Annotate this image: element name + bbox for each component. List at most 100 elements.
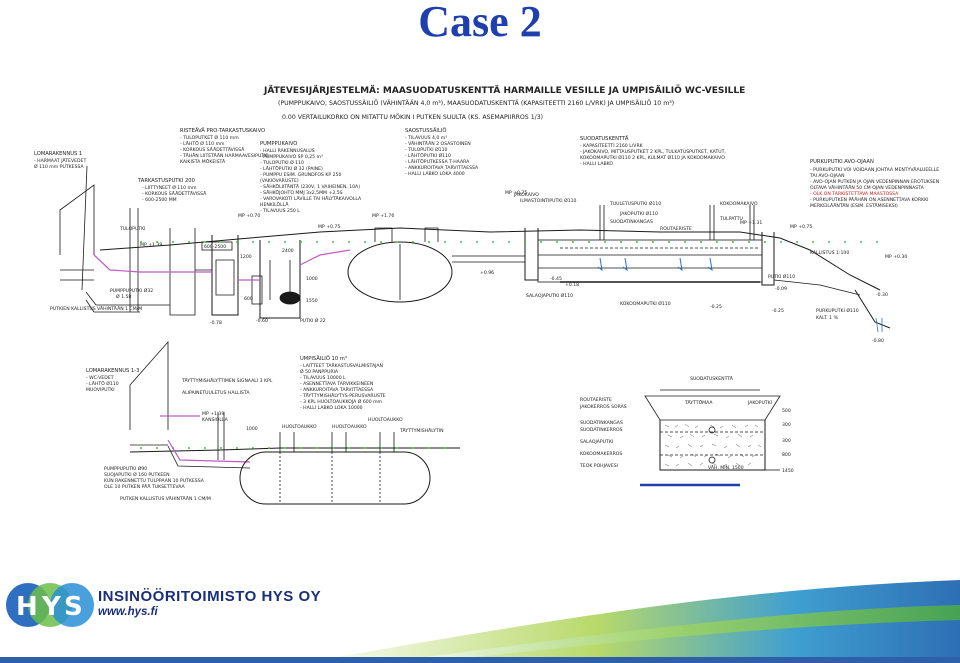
septic-tank-note-4: - LÄHTÖPUTKI Ø110 <box>405 152 451 159</box>
footer-swoosh-green <box>380 605 960 663</box>
discharge-note-3: - AVO-OJAN PUTKEN JA OJAN VEDENPINNAN ER… <box>810 179 939 185</box>
crossing-well-note-4: - TÄHÄN LIITETÄÄN HARMAAVESIPUTKI <box>180 152 268 159</box>
building-13-note-2: - LÄHTÖ Ø110 <box>86 380 119 387</box>
datum-note: 0.00 VERTAILUKORKO ON MITATTU MÖKIN I PU… <box>282 112 543 121</box>
filter-bed-layers <box>538 254 762 269</box>
service-hatch-3: HUOLTOAUKKO <box>368 417 403 423</box>
pump-well-body <box>211 235 239 316</box>
pump-well-note-7: - SÄHKÖLIITÄNTÄ (230V, 1 VAIHEINEN, 10A) <box>260 183 360 190</box>
elev-mp-131: MP +1.31 <box>740 220 762 226</box>
pump-well-note-1: - HALLI RAKENNUSALUS <box>260 148 315 154</box>
inspection-pipe-note-3: - 600-2500 MM <box>142 197 177 203</box>
label-tulpattu: TULPATTU <box>719 216 743 222</box>
vent-pipe-3 <box>749 205 755 240</box>
section-row-4: SUODATINKERROS <box>580 427 623 433</box>
label-jakoputki: JAKOPUTKI Ø110 <box>619 210 658 217</box>
section-dim-5: 1450 <box>782 468 794 474</box>
label-kokooma: KOKOOMAPUTKI Ø110 <box>620 300 671 307</box>
dim-1200: 1200 <box>240 254 252 260</box>
inspection-tube <box>129 208 139 312</box>
elev-minus-080: -0.80 <box>872 338 884 344</box>
footer-swoosh-blue <box>300 580 960 663</box>
section-bed-outline <box>659 420 766 471</box>
label-purkuputki: PURKUPUTKI Ø110 <box>816 307 859 314</box>
alarm-label-2: TÄYTTYMISHÄLYTIN <box>399 427 444 434</box>
outlet-pipe-to-ditch <box>773 279 861 296</box>
discharge-note-1: - PURKUPUTKI VOI VOIDAAN JOHTAA MENTYVÄA… <box>810 166 939 173</box>
pump-pipe-label: PUMPPUPUTKI Ø90 <box>104 465 147 472</box>
dim-1000-lower: 1000 <box>246 426 258 432</box>
dim-1550: 1550 <box>306 298 318 304</box>
holding-tank-note-5: - ANKKUROITAVA TARVITTAESSA <box>300 387 374 393</box>
filter-field-note-4: - HALLI LABKO <box>580 161 613 167</box>
septic-tank-body <box>347 241 453 303</box>
septic-tank-note-5: - LÄHTÖPUTKESSA T-HAARA <box>405 158 470 165</box>
discharge-note-5: - PURKUPUTKEN PÄÄHÄN ON ASENNETTAVA KORK… <box>810 196 929 203</box>
section-row-2: JAKOKERROS SORAS <box>579 404 627 410</box>
holding-tank-sections <box>279 452 381 504</box>
elev-minus-030: -0.30 <box>876 292 888 298</box>
holding-tank-label: UMPISÄILIÖ 10 m³ <box>300 355 347 362</box>
septic-tank-neck-2 <box>424 227 439 242</box>
elev-minus-045: -0.45 <box>550 276 562 282</box>
dim-1000: 1000 <box>306 276 318 282</box>
lower-vent-riser <box>217 412 225 460</box>
pump-motor <box>279 291 301 305</box>
label-suodatin: SUODATINKANGAS <box>610 219 653 225</box>
pump-pipe-note-3: OLE 10 PUTKEN PÄÄ TUKSETTEVAA <box>104 483 185 490</box>
pump-well-note-8: - SÄHKÖJOHTO MMJ 3x2,5MM +2,5S <box>260 189 343 196</box>
septic-tank-note-6: - ANKKUROITAVA TARVITTAESSA <box>405 165 479 171</box>
pump-well-note-3: - TULOPUTKI Ø 110 <box>260 159 304 166</box>
elev-plus-096: +0.96 <box>480 270 494 276</box>
section-row-5: SALAOJAPUTKI <box>580 439 613 445</box>
septic-tank-neck <box>374 227 393 242</box>
pressure-pipe-pink-3 <box>299 249 351 266</box>
holding-tank-necks <box>279 432 395 452</box>
crossing-well-note-2: - LÄHTÖ Ø 110 mm <box>180 140 225 147</box>
logo-circle-s <box>50 583 94 627</box>
discharge-note-2: TAI AVO-OJAAN <box>809 173 845 179</box>
pump-pipe-note-2: KUN RAKENNETTU TULPPAAN 10 PUTKESSA <box>104 478 205 484</box>
crossing-well-note-1: - TULOPUTKET Ø 110 mm <box>180 134 239 141</box>
lower-kansi-label: KANSIOLLA <box>202 417 229 423</box>
septic-tank-note-3: - TULOPUTKI Ø110 <box>405 146 448 153</box>
label-ilmastointi: ILMASTOINTIPUTKI Ø110 <box>520 197 577 204</box>
crossing-well-label: RISTEÄVÄ PRO-TARKASTUSKAIVO <box>180 127 265 134</box>
elev-mp-030: MP +0.30 <box>885 254 907 260</box>
building-1-floor <box>60 269 94 281</box>
elev-mp-075c: MP +0.75 <box>790 224 812 230</box>
elev-158: Ø 1.58 <box>116 293 131 300</box>
service-hatch-1: HUOLTOAUKKO <box>282 424 317 430</box>
alarm-signal-label: TÄYTTYMISHÄLYTTIMEN SIGNAALI 3 KPL <box>181 377 273 384</box>
building-1-label: LOMARAKENNUS 1 <box>34 151 82 157</box>
section-row-3: SUODATINKANGAS <box>580 420 623 426</box>
label-jakokaivo: JAKOKAIVO <box>513 192 539 198</box>
discharge-red-note-1: - OLK ON TARKISTETTAVA MAASTOSSA <box>810 191 899 197</box>
vent-pipe-2 <box>709 205 715 240</box>
label-kokoomakaivo: KOKOOMAKAIVO <box>720 201 758 207</box>
section-dim-2: 300 <box>782 422 791 428</box>
pump-unit-2-body <box>259 240 301 319</box>
footer-graphic: H Y S <box>0 580 960 663</box>
technical-drawing: JÄTEVESIJÄRJESTELMÄ: MAASUODATUSKENTTÄ H… <box>20 60 950 560</box>
crossing-well-note-5: KAIKISTA MÖKEISTÄ <box>180 158 226 165</box>
holding-tank-note-6: - TÄYTTYMISHÄLYTYS-PERUSVARUSTE <box>300 392 386 399</box>
drawing-heading: JÄTEVESIJÄRJESTELMÄ: MAASUODATUSKENTTÄ H… <box>263 85 745 96</box>
lower-pipe-2 <box>167 445 251 469</box>
elev-minus-078: -0.78 <box>210 320 222 326</box>
dim-box-600-2500 <box>201 241 233 251</box>
ditch-water <box>875 317 883 333</box>
elev-mp-075b: MP +0.75 <box>505 190 527 196</box>
label-tuuletus: TUULETUSPUTKI Ø110 <box>609 200 661 207</box>
filter-field-label: SUODATUSKENTTÄ <box>580 135 629 142</box>
label-putki-22: PUTKI Ø 22 <box>300 317 326 324</box>
discharge-note-4: OLTAVA VÄHINTÄÄN 50 CM OJAN VEDENPINNAST… <box>810 184 925 191</box>
elev-mp-139: MP +1.39 <box>140 242 162 248</box>
company-name: INSINÖÖRITOIMISTO HYS OY <box>98 588 322 605</box>
building-1-outline <box>59 184 95 255</box>
distribution-well <box>524 228 539 281</box>
holding-tank-note-1: - LAITTEET TARKASTUSVALMISTAJAN <box>300 363 383 369</box>
label-kallistus: KALLISTUS 1:100 <box>810 250 849 256</box>
company-url[interactable]: www.hys.fi <box>98 606 158 618</box>
footer: H Y S <box>0 560 960 663</box>
